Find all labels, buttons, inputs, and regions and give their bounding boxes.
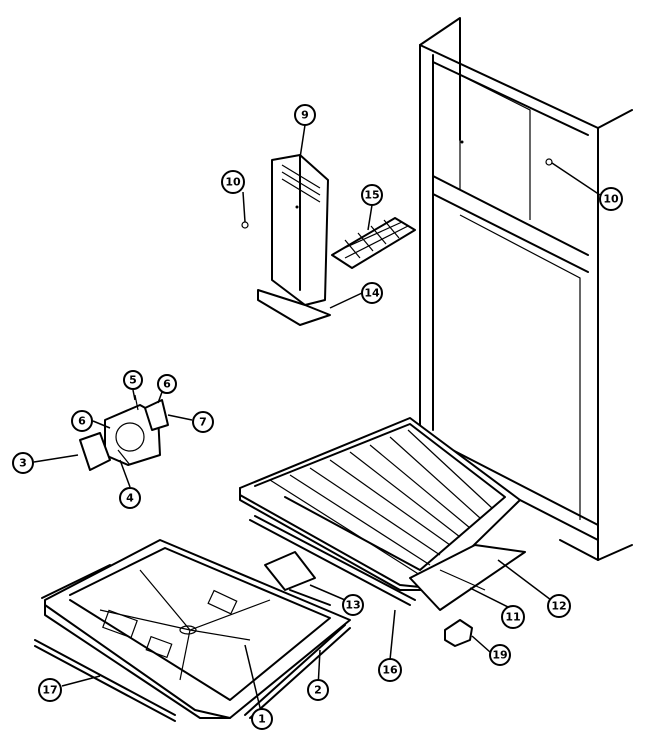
svg-text:13: 13 bbox=[345, 599, 360, 612]
svg-text:10: 10 bbox=[603, 193, 619, 206]
thermostat-assembly bbox=[79, 394, 169, 471]
ice-tray bbox=[331, 217, 416, 269]
callout-16: 16 bbox=[378, 658, 402, 682]
callout-5: 5 bbox=[123, 370, 143, 390]
svg-text:5: 5 bbox=[129, 374, 137, 387]
callout-13: 13 bbox=[342, 594, 364, 616]
control-housing bbox=[241, 154, 331, 326]
callout-9: 9 bbox=[294, 104, 316, 126]
svg-text:9: 9 bbox=[301, 109, 309, 122]
svg-text:3: 3 bbox=[19, 457, 27, 470]
svg-text:1: 1 bbox=[258, 713, 266, 726]
callout-1: 1 bbox=[251, 708, 273, 730]
callout-10-right: 10 bbox=[599, 187, 623, 211]
svg-text:19: 19 bbox=[492, 649, 507, 662]
svg-text:16: 16 bbox=[382, 664, 398, 677]
cabinet-outline bbox=[419, 17, 633, 561]
callout-7: 7 bbox=[192, 411, 214, 433]
svg-text:17: 17 bbox=[42, 684, 57, 697]
callout-3: 3 bbox=[12, 452, 34, 474]
svg-text:15: 15 bbox=[364, 189, 379, 202]
deflector bbox=[264, 551, 331, 606]
callout-6-left: 6 bbox=[71, 410, 93, 432]
svg-text:12: 12 bbox=[551, 600, 566, 613]
callout-11: 11 bbox=[501, 605, 525, 629]
callout-10-left: 10 bbox=[221, 170, 245, 194]
callout-2: 2 bbox=[307, 679, 329, 701]
svg-text:7: 7 bbox=[199, 416, 207, 429]
svg-text:4: 4 bbox=[126, 492, 134, 505]
callout-17: 17 bbox=[38, 678, 62, 702]
callout-19: 19 bbox=[489, 644, 511, 666]
svg-text:10: 10 bbox=[225, 176, 241, 189]
svg-text:6: 6 bbox=[163, 378, 171, 391]
side-rails bbox=[34, 564, 351, 722]
svg-text:11: 11 bbox=[505, 611, 520, 624]
callout-4: 4 bbox=[119, 487, 141, 509]
crisper-cover-shelf bbox=[239, 417, 521, 591]
callout-14: 14 bbox=[361, 282, 383, 304]
svg-text:14: 14 bbox=[364, 287, 380, 300]
leader-lines bbox=[33, 124, 601, 717]
svg-text:6: 6 bbox=[78, 415, 86, 428]
crisper-panel bbox=[409, 544, 526, 611]
bracket bbox=[444, 619, 473, 647]
svg-text:2: 2 bbox=[314, 684, 322, 697]
callout-12: 12 bbox=[547, 594, 571, 618]
crisper-rail bbox=[249, 515, 416, 606]
callout-6-right: 6 bbox=[157, 374, 177, 394]
callout-15: 15 bbox=[361, 184, 383, 206]
base-pan bbox=[44, 539, 351, 719]
